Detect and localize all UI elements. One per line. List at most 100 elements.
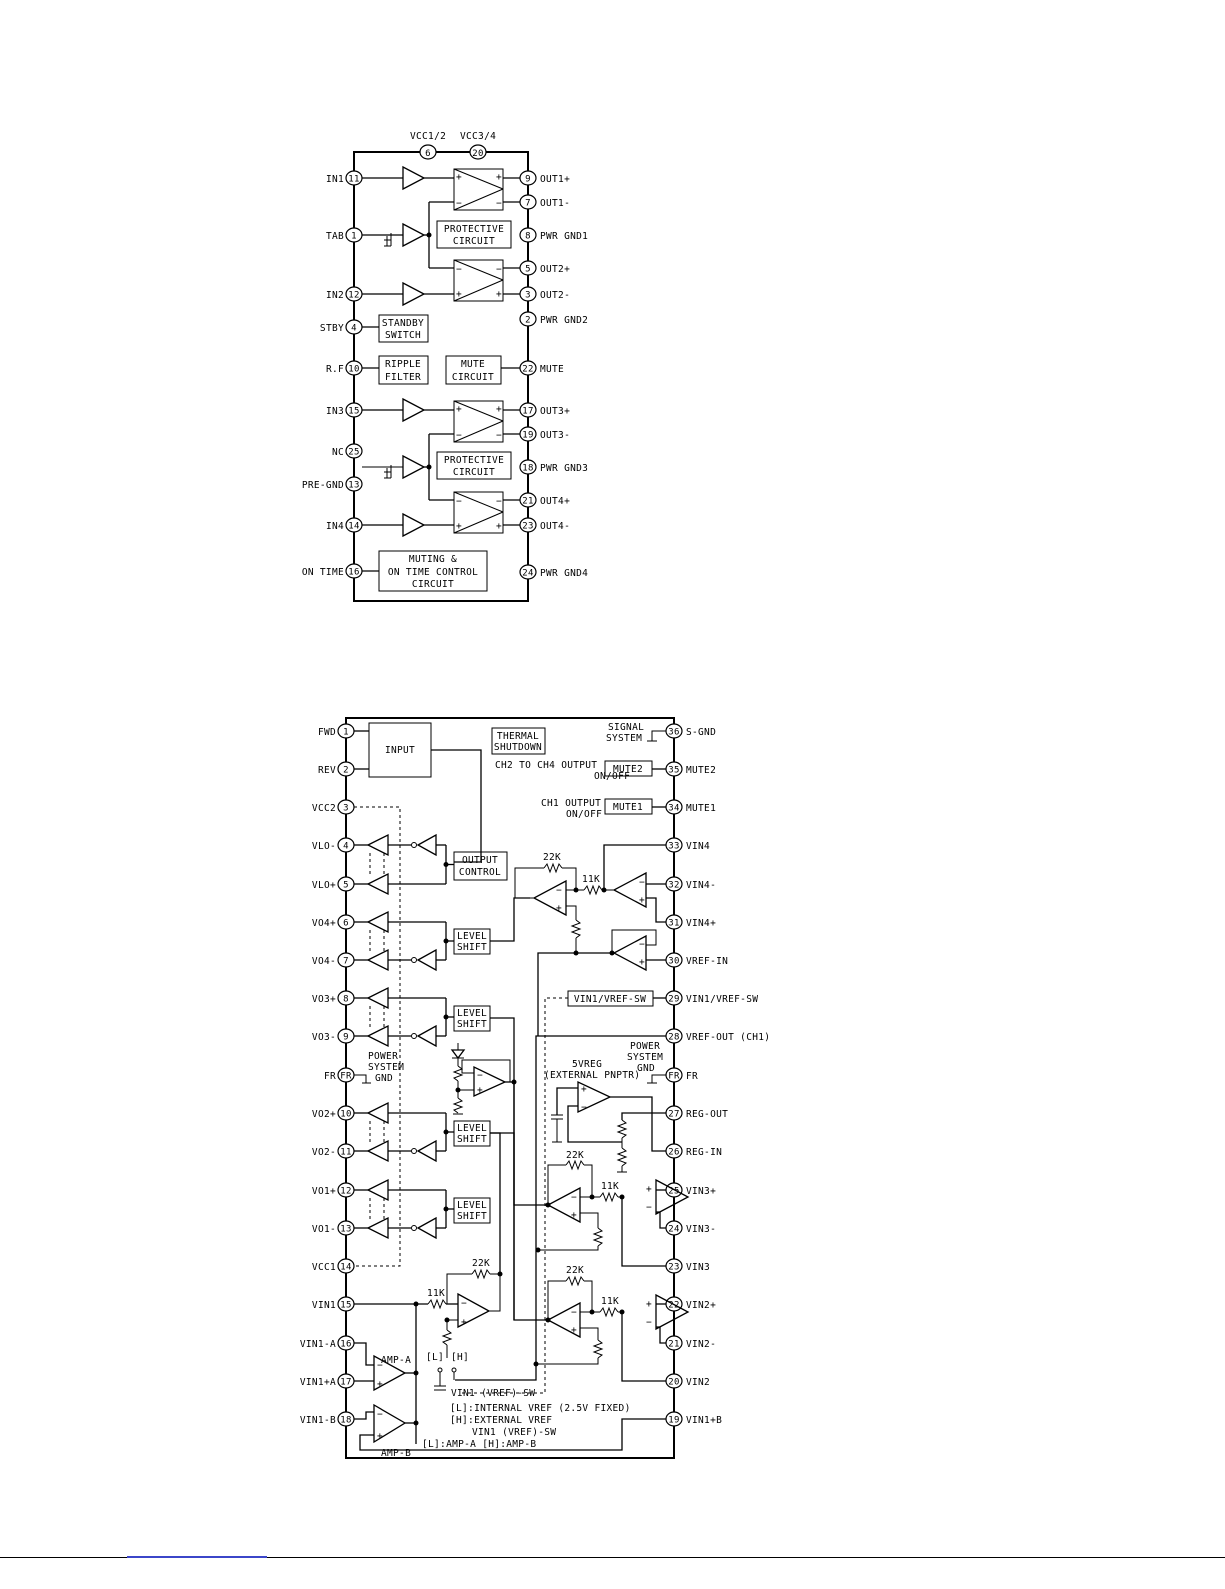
svg-text:−: −	[456, 264, 462, 275]
ripple-filter	[378, 355, 429, 385]
svg-text:−: −	[377, 1360, 383, 1371]
pin-label: IN3	[326, 406, 344, 417]
pin-number: 16	[340, 1340, 351, 1350]
pin-number: 21	[522, 497, 533, 507]
pin-label: VCC1	[312, 1262, 336, 1273]
resistor-label: 22K	[543, 852, 561, 863]
pre-gnd-buffer	[402, 454, 426, 480]
block-label: THERMAL	[497, 731, 539, 742]
regulator-amp	[577, 1080, 612, 1114]
svg-text:−: −	[571, 1192, 577, 1203]
pin-number: 21	[668, 1340, 679, 1350]
block-label: SHIFT	[457, 1134, 487, 1145]
right-pin-29: 29 VIN1/VREF-SW	[665, 990, 758, 1006]
vo3-buffer-stage: −+	[450, 1043, 517, 1320]
pin-number: 28	[668, 1033, 679, 1043]
pin-label: VCC3/4	[460, 131, 496, 142]
resistor-label: 11K	[427, 1288, 445, 1299]
pin-label: IN4	[326, 521, 344, 532]
pin-label: VIN4	[686, 841, 710, 852]
left-pin-15: IN3 15	[326, 402, 363, 418]
pin-label: VO1-	[312, 1224, 336, 1235]
power-gnd-label: GND	[637, 1063, 655, 1074]
amp-a	[373, 1354, 407, 1392]
pin-label: PWR GND1	[540, 231, 588, 242]
svg-text:+: +	[639, 957, 645, 968]
pin-label: REV	[318, 765, 336, 776]
left-pin-6: VO4+6	[312, 914, 355, 930]
svg-text:+: +	[571, 1210, 577, 1221]
pin-label: VIN1/VREF-SW	[686, 994, 758, 1005]
block-label: INPUT	[385, 745, 415, 756]
pin-label: VO3+	[312, 994, 336, 1005]
top-pin-vcc12: VCC1/2 6	[410, 131, 446, 160]
resistor-label: 11K	[601, 1181, 619, 1192]
pin-number: 27	[668, 1110, 679, 1120]
svg-text:−: −	[639, 877, 645, 888]
pin-number: 15	[348, 407, 359, 417]
pin-number: 29	[668, 995, 679, 1005]
pin-label: VIN1-B	[300, 1415, 336, 1426]
pin-number: 15	[340, 1301, 351, 1311]
block-label: CIRCUIT	[453, 467, 495, 478]
pin-number: 3	[525, 291, 531, 301]
pin-label: VIN1+B	[686, 1415, 722, 1426]
left-pin-8: VO3+8	[312, 990, 355, 1006]
block-label: FILTER	[385, 372, 421, 383]
svg-text:−: −	[456, 496, 462, 507]
output-control	[453, 851, 508, 881]
pin-number: 34	[668, 804, 679, 814]
block-label: LEVEL	[457, 1008, 487, 1019]
block-label: PROTECTIVE	[444, 224, 504, 235]
footer-link-underline[interactable]	[127, 1556, 267, 1558]
pin-label: VLO+	[312, 880, 336, 891]
pin-number: 14	[340, 1263, 351, 1273]
pin-number: 33	[668, 842, 679, 852]
pin-number: 12	[340, 1187, 351, 1197]
svg-text:+: +	[496, 289, 502, 300]
block-label: VIN1/VREF-SW	[574, 994, 646, 1005]
svg-text:+: +	[646, 1184, 652, 1195]
pin-label: FWD	[318, 727, 336, 738]
pin-label: IN1	[326, 174, 344, 185]
block-label: MUTE1	[613, 802, 643, 813]
pin-number: 19	[668, 1416, 679, 1426]
pin-label: VIN3-	[686, 1224, 716, 1235]
block-label: ON TIME CONTROL	[388, 567, 478, 578]
power-gnd-label: SYSTEM	[627, 1052, 663, 1063]
pin-label: VIN4+	[686, 918, 716, 929]
pin-label: PWR GND3	[540, 463, 588, 474]
vin3-buffer: +−	[618, 1178, 690, 1267]
right-pin-33: 33 VIN4	[665, 837, 710, 853]
pin-label: VO3-	[312, 1032, 336, 1043]
power-gnd-label: POWER	[630, 1041, 660, 1052]
pin-label: NC	[332, 447, 344, 458]
pin-number: 7	[343, 957, 349, 967]
pin-label: VIN4-	[686, 880, 716, 891]
pin-label: VREF-OUT (CH1)	[686, 1032, 770, 1043]
output-driver-pair-1	[354, 833, 454, 896]
pin-label: VO2-	[312, 1147, 336, 1158]
pin-number: 32	[668, 881, 679, 891]
pin-number: 22	[668, 1301, 679, 1311]
ic-body-2	[345, 717, 675, 1459]
pin-label: OUT4+	[540, 496, 570, 507]
input-buffer-2	[402, 281, 426, 307]
ic-body-1	[353, 151, 529, 602]
left-pin-14: VCC1 14	[312, 1258, 355, 1274]
pin-number: 19	[522, 431, 533, 441]
pin-number: 3	[343, 804, 349, 814]
svg-text:+: +	[556, 903, 562, 914]
left-pin-13: VO1-13	[312, 1220, 355, 1236]
right-pin-28: 28 VREF-OUT (CH1)	[665, 1028, 770, 1044]
